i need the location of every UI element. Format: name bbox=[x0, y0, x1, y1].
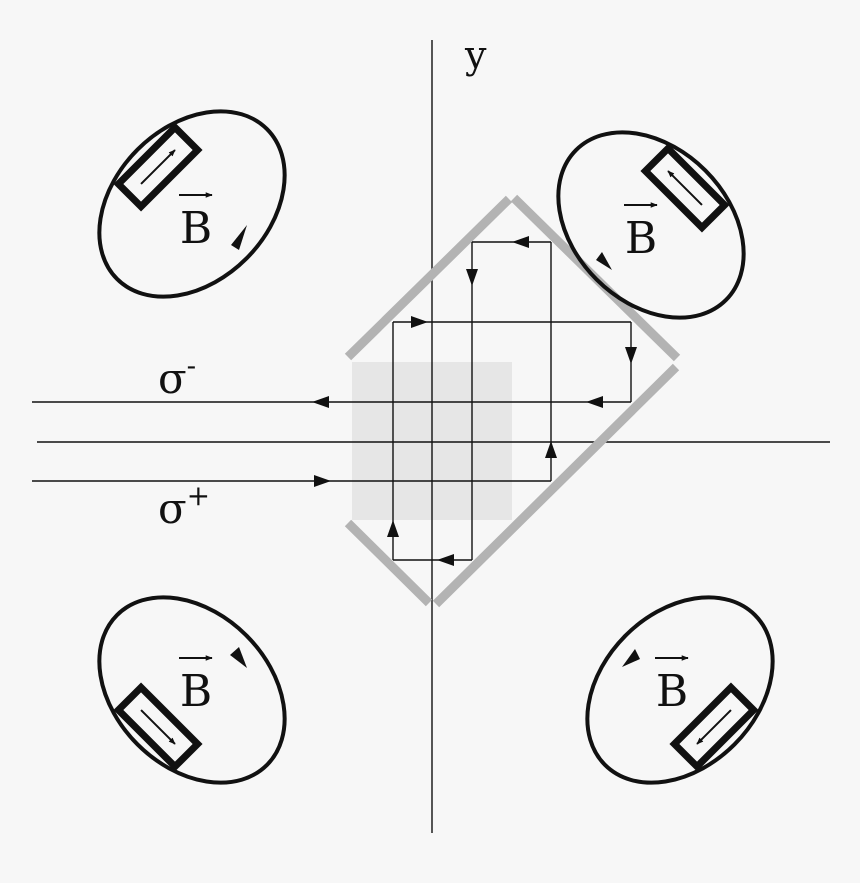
sigma-plus-label: σ+ bbox=[158, 479, 210, 533]
sigma-minus-sup: - bbox=[187, 349, 196, 382]
current-arrow bbox=[231, 225, 247, 250]
coil-element bbox=[640, 143, 730, 233]
coil-loop bbox=[97, 595, 287, 785]
mirror-right-lower bbox=[432, 363, 680, 608]
sigma-plus-sup: + bbox=[187, 479, 210, 512]
coil-loop bbox=[585, 595, 775, 785]
field-label: B bbox=[180, 666, 212, 717]
field-label: B bbox=[180, 203, 212, 254]
coil-element bbox=[113, 682, 203, 772]
axes bbox=[37, 40, 830, 833]
arrow-right-322 bbox=[411, 316, 428, 328]
arrow-left-right-edge bbox=[586, 396, 603, 408]
arrow-left-sigma-minus bbox=[312, 396, 329, 408]
arrow-down-631 bbox=[625, 347, 637, 364]
field-label: B bbox=[625, 213, 657, 264]
sigma-minus-symbol: σ bbox=[158, 354, 187, 403]
sigma-plus-symbol: σ bbox=[158, 484, 187, 533]
mirror-bottom-left bbox=[344, 519, 433, 607]
y-axis-label: y bbox=[464, 33, 487, 77]
arrow-left-560 bbox=[437, 554, 454, 566]
current-arrow bbox=[596, 252, 612, 270]
arrow-down-472 bbox=[466, 269, 478, 286]
coil-loop bbox=[97, 109, 287, 299]
coil-bottom-right: B bbox=[585, 595, 775, 785]
coil-top-right: B bbox=[556, 130, 746, 320]
coil-loop bbox=[556, 130, 746, 320]
arrow-up-393 bbox=[387, 520, 399, 537]
coil-element bbox=[669, 682, 759, 772]
coil-element bbox=[113, 122, 203, 212]
sigma-minus-label: σ- bbox=[158, 349, 196, 403]
coil-bottom-left: B bbox=[97, 595, 287, 785]
beam-arrows bbox=[312, 236, 637, 566]
arrow-left-242 bbox=[512, 236, 529, 248]
field-label: B bbox=[656, 666, 688, 717]
mirror-top-left bbox=[344, 195, 513, 361]
arrow-right-sigma-plus bbox=[314, 475, 331, 487]
coil-top-left: B bbox=[97, 109, 287, 299]
current-arrow bbox=[622, 649, 640, 667]
beam-grid bbox=[32, 241, 632, 561]
current-arrow bbox=[230, 647, 247, 668]
arrow-up-551 bbox=[545, 441, 557, 458]
